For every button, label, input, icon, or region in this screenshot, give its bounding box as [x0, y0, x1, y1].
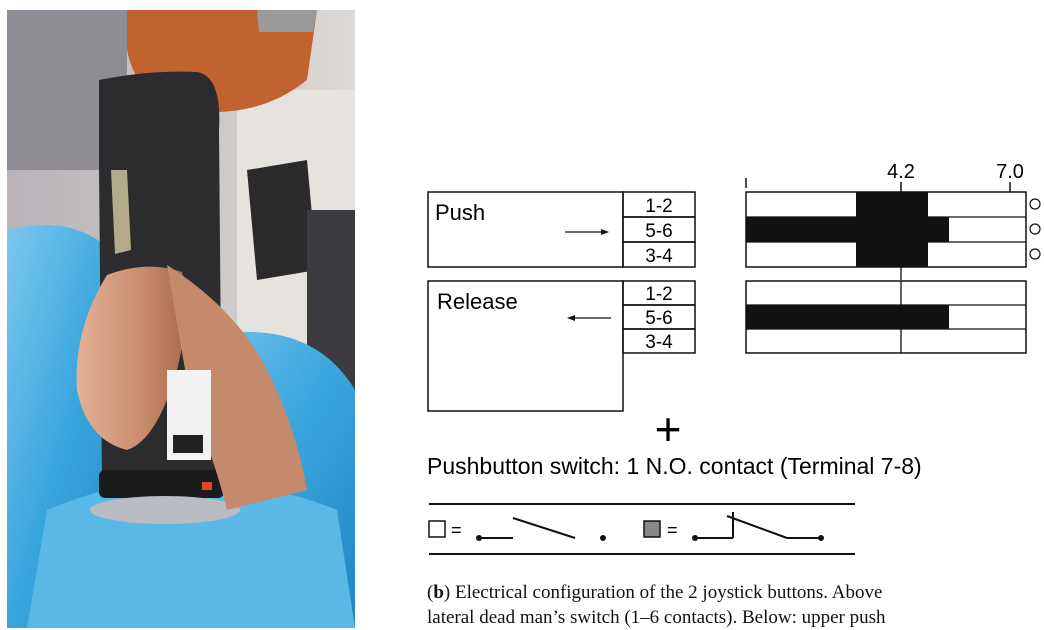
tick-label-7.0: 7.0 — [996, 161, 1024, 183]
legend-equals-1: = — [451, 520, 462, 540]
filled-square-icon — [643, 520, 661, 538]
pushbutton-description: Pushbutton switch: 1 N.O. contact (Termi… — [427, 453, 922, 479]
push-timing-chart — [745, 191, 1027, 280]
release-label: Release — [437, 289, 518, 314]
release-contact-5-6: 5-6 — [645, 308, 672, 329]
caption-line-1: (b) Electrical configuration of the 2 jo… — [427, 582, 883, 603]
contact-marker-icons — [1029, 198, 1041, 260]
open-square-icon — [428, 520, 446, 538]
figure-caption: (b) Electrical configuration of the 2 jo… — [427, 580, 1044, 630]
plus-sign: + — [655, 403, 682, 455]
switch-diagram: 4.2 7.0 Push 1-2 5-6 3-4 — [355, 0, 1044, 628]
release-contact-3-4: 3-4 — [645, 332, 673, 353]
legend-equals-2: = — [667, 520, 678, 540]
legend-open-contact: = — [428, 517, 606, 541]
caption-label: b — [433, 582, 444, 603]
legend-closed-contact: = — [643, 512, 824, 541]
push-contact-1-2: 1-2 — [645, 196, 672, 217]
push-contact-3-4: 3-4 — [645, 246, 673, 267]
release-contact-1-2: 1-2 — [645, 284, 672, 305]
caption-line-2: lateral dead man’s switch (1–6 contacts)… — [427, 607, 886, 628]
release-timing-chart — [745, 280, 1027, 354]
tick-label-4.2: 4.2 — [887, 161, 915, 183]
push-label: Push — [435, 200, 485, 225]
push-contact-5-6: 5-6 — [645, 221, 672, 242]
joystick-photo — [7, 10, 355, 628]
